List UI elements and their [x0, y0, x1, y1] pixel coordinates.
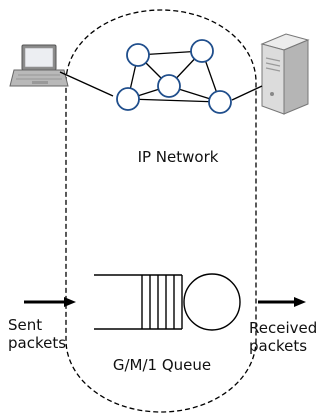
server-icon — [260, 33, 310, 115]
network-node — [190, 39, 214, 63]
sent-line-2: packets — [8, 334, 66, 352]
queue-buffer — [94, 274, 183, 330]
received-line-1: Received — [249, 319, 317, 337]
network-node — [208, 90, 232, 114]
network-node — [126, 43, 150, 67]
sent-line-1: Sent — [8, 316, 42, 334]
queue-label: G/M/1 Queue — [113, 356, 211, 374]
ip-network-label: IP Network — [138, 148, 219, 166]
laptop-icon — [9, 44, 69, 87]
network-node — [157, 74, 181, 98]
server-link — [231, 85, 263, 101]
laptop-link — [59, 71, 114, 97]
dashed-boundary — [65, 9, 257, 413]
network-nodes — [116, 39, 232, 114]
queue-server — [183, 273, 241, 331]
sent-packets-label: Sent packets — [8, 316, 66, 352]
input-arrow — [24, 297, 76, 307]
network-node — [116, 87, 140, 111]
received-packets-label: Received packets — [249, 319, 322, 355]
received-line-2: packets — [249, 337, 307, 355]
output-arrow — [258, 297, 306, 307]
